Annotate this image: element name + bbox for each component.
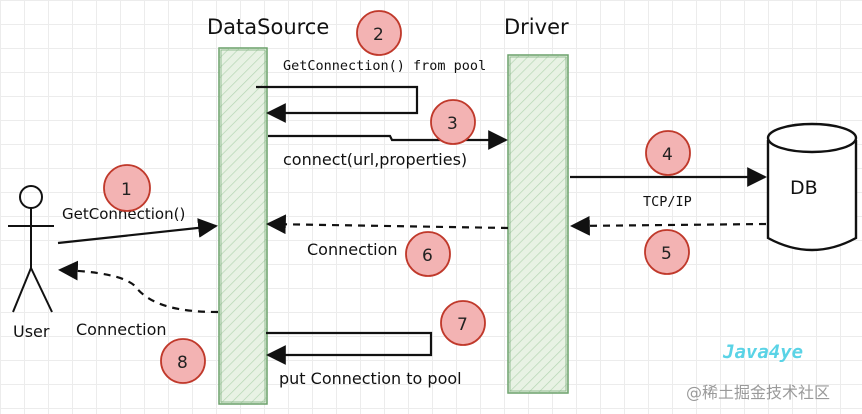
step-circle-2: 2 xyxy=(356,10,402,56)
datasource-title: DataSource xyxy=(207,15,329,39)
driver-title: Driver xyxy=(504,15,569,39)
db-label: DB xyxy=(790,177,818,199)
driver-lifeline xyxy=(507,54,569,394)
message-3-label: connect(url,properties) xyxy=(283,150,467,169)
step-2-number: 2 xyxy=(373,25,384,45)
step-3-number: 3 xyxy=(447,114,458,134)
step-circle-7: 7 xyxy=(440,300,486,346)
step-circle-3: 3 xyxy=(430,99,476,145)
db-cylinder-icon xyxy=(766,122,858,252)
message-8-label: Connection xyxy=(76,320,167,339)
datasource-lifeline xyxy=(218,47,268,405)
step-5-number: 5 xyxy=(661,244,672,264)
arrow-1 xyxy=(57,218,218,245)
message-2-label: GetConnection() from pool xyxy=(283,58,486,74)
message-4-label: TCP/IP xyxy=(643,194,692,210)
user-label: User xyxy=(13,322,50,341)
watermark-label: @稀土掘金技术社区 xyxy=(686,383,830,402)
user-stick-figure-icon xyxy=(8,185,54,313)
arrow-8 xyxy=(58,260,219,314)
step-circle-6: 6 xyxy=(405,231,451,277)
step-6-number: 6 xyxy=(422,246,433,266)
arrow-5 xyxy=(570,215,767,236)
step-8-number: 8 xyxy=(177,353,188,373)
step-4-number: 4 xyxy=(662,145,673,165)
brand-label: Java4ye xyxy=(722,341,803,363)
step-circle-1: 1 xyxy=(103,164,151,212)
step-circle-8: 8 xyxy=(160,338,206,384)
step-circle-5: 5 xyxy=(644,229,690,275)
message-6-label: Connection xyxy=(307,240,398,259)
message-7-label: put Connection to pool xyxy=(279,369,462,388)
message-1-label: GetConnection() xyxy=(62,205,185,223)
arrow-6 xyxy=(266,214,509,235)
arrow-7 xyxy=(266,331,433,365)
step-1-number: 1 xyxy=(121,180,132,200)
arrow-2 xyxy=(256,85,419,123)
step-circle-4: 4 xyxy=(645,130,691,176)
step-7-number: 7 xyxy=(457,315,468,335)
